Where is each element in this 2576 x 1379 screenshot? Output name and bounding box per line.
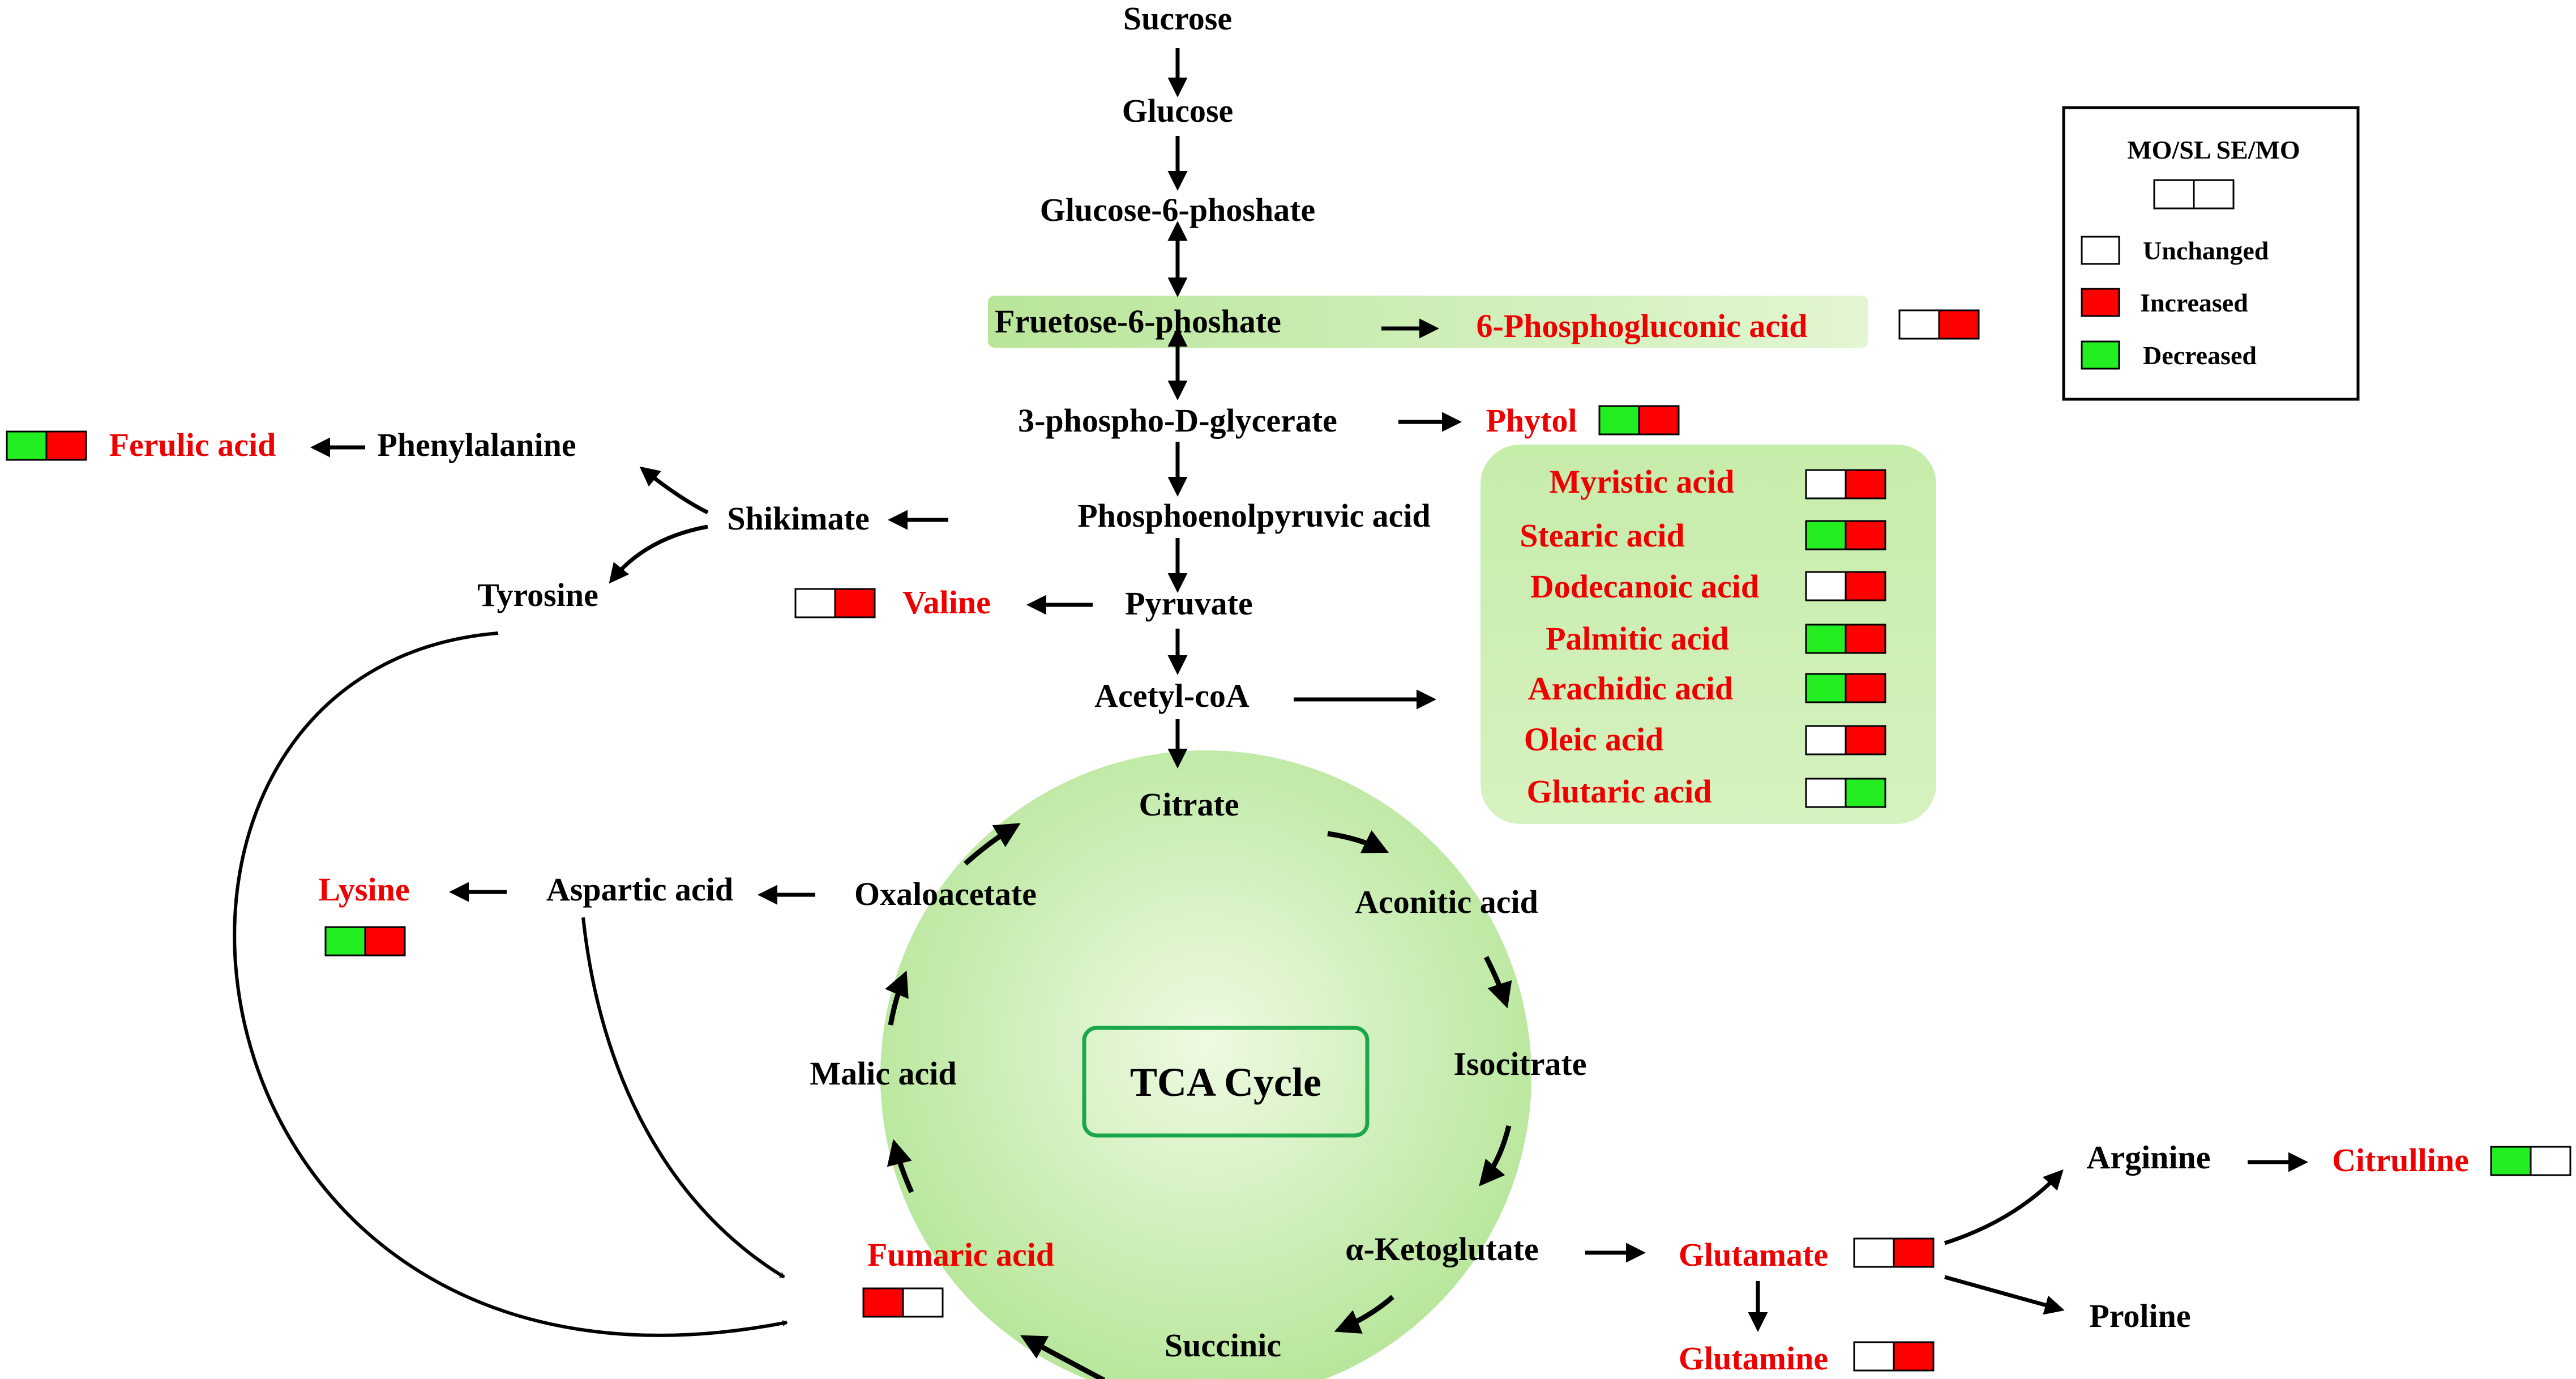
arrow-oxaloacetate-citrate <box>964 823 1021 866</box>
fumaric-ratio-se-mo <box>902 1287 944 1318</box>
label-glutamate: Glutamate <box>1679 1236 1828 1273</box>
label-glutaric-acid: Glutaric acid <box>1526 773 1711 810</box>
label-stearic-acid: Stearic acid <box>1520 517 1685 554</box>
fatty-acid-3-ratio-se-mo <box>1845 571 1886 601</box>
label-acetyl-coa: Acetyl-coA <box>1094 677 1250 714</box>
fatty-acid-4-ratio-se-mo <box>1845 624 1886 654</box>
tca-title-box <box>1082 1026 1370 1138</box>
glutamine-ratio-se-mo <box>1893 1341 1935 1372</box>
label-phosphoenolpyruvic-acid: Phosphoenolpyruvic acid <box>1077 497 1431 534</box>
label-phenylalanine: Phenylalanine <box>377 426 576 463</box>
label-glutamine: Glutamine <box>1679 1340 1828 1377</box>
label-arginine: Arginine <box>2086 1139 2210 1176</box>
fatty-acid-3-ratio-mo-sl <box>1805 571 1847 601</box>
label-lysine: Lysine <box>318 871 409 908</box>
glutamate-ratio-se-mo <box>1893 1237 1935 1268</box>
label-sucrose: Sucrose <box>1123 0 1232 37</box>
legend-label-increased: Increased <box>2140 288 2248 317</box>
fatty-acid-1-ratio-se-mo <box>1845 469 1886 499</box>
ferulic-ratio-se-mo <box>45 430 87 461</box>
citrulline-ratio-mo-sl <box>2490 1146 2532 1176</box>
label-tyrosine: Tyrosine <box>477 577 598 613</box>
ferulic-ratio-mo-sl <box>6 430 48 461</box>
phytol-ratio-mo-sl <box>1598 405 1640 436</box>
phosphogluconic-ratio-se-mo <box>1938 309 1980 340</box>
legend-sample-ratio-se-mo <box>2193 179 2235 210</box>
label-3-phospho-d-glycerate: 3-phospho-D-glycerate <box>1018 402 1337 439</box>
label-dodecanoic-acid: Dodecanoic acid <box>1530 568 1759 605</box>
legend-swatch-decreased <box>2081 340 2120 370</box>
valine-ratio-mo-sl <box>794 588 836 618</box>
fumaric-ratio-mo-sl <box>862 1287 904 1318</box>
arrow-aspartic-fumaric <box>581 917 785 1279</box>
arrow-citrate-aconitic <box>1327 830 1389 853</box>
label-ferulic-acid: Ferulic acid <box>109 426 276 463</box>
lysine-ratio-se-mo <box>364 926 406 957</box>
fatty-acid-2-ratio-mo-sl <box>1805 520 1847 550</box>
fatty-acid-1-ratio-mo-sl <box>1805 469 1847 499</box>
label-alpha-ketoglutarate: α-Ketoglutate <box>1345 1231 1539 1267</box>
fatty-acid-7-ratio-mo-sl <box>1805 778 1847 808</box>
fatty-acid-2-ratio-se-mo <box>1845 520 1886 550</box>
legend-label-unchanged: Unchanged <box>2143 236 2269 265</box>
label-6-phosphogluconic-acid: 6-Phosphogluconic acid <box>1477 308 1808 344</box>
arrow-malic-oxaloacetate <box>885 970 909 1026</box>
label-valine: Valine <box>902 584 991 621</box>
label-succinic: Succinic <box>1165 1327 1281 1364</box>
glutamine-ratio-mo-sl <box>1853 1341 1895 1372</box>
lysine-ratio-mo-sl <box>324 926 366 957</box>
arrow-isocitrate-ketoglutarate <box>1479 1125 1512 1186</box>
label-glucose: Glucose <box>1122 92 1234 129</box>
label-citrulline: Citrulline <box>2332 1142 2469 1179</box>
fatty-acid-5-ratio-mo-sl <box>1805 673 1847 703</box>
fatty-acid-4-ratio-mo-sl <box>1805 624 1847 654</box>
arrow-shikimate-tyrosine <box>609 524 708 584</box>
label-aspartic-acid: Aspartic acid <box>546 871 733 908</box>
legend-swatch-unchanged <box>2081 236 2120 265</box>
label-palmitic-acid: Palmitic acid <box>1546 620 1729 657</box>
label-citrate: Citrate <box>1139 786 1239 823</box>
label-oxaloacetate: Oxaloacetate <box>854 876 1037 912</box>
legend-swatch-increased <box>2081 288 2120 317</box>
label-isocitrate: Isocitrate <box>1453 1045 1586 1082</box>
citrulline-ratio-se-mo <box>2530 1146 2571 1176</box>
fatty-acid-6-ratio-se-mo <box>1845 725 1886 755</box>
fatty-acid-7-ratio-se-mo <box>1845 778 1886 808</box>
label-proline: Proline <box>2089 1297 2190 1334</box>
label-glucose-6-phosphate: Glucose-6-phoshate <box>1040 191 1316 228</box>
phytol-ratio-se-mo <box>1638 405 1680 436</box>
label-arachidic-acid: Arachidic acid <box>1528 670 1733 707</box>
arrow-ketoglutarate-succinic <box>1334 1295 1394 1334</box>
arrow-glutamate-proline <box>1944 1275 2065 1315</box>
legend-sample-ratio-mo-sl <box>2153 179 2195 210</box>
arrow-fumaric-malic <box>887 1139 914 1193</box>
label-myristic-acid: Myristic acid <box>1550 463 1735 500</box>
legend-header: MO/SL SE/MO <box>2127 135 2300 164</box>
arrow-glutamate-arginine <box>1944 1169 2064 1245</box>
arrow-aconitic-isocitrate <box>1483 955 1512 1009</box>
label-pyruvate: Pyruvate <box>1125 585 1253 622</box>
fatty-acid-5-ratio-se-mo <box>1845 673 1886 703</box>
valine-ratio-se-mo <box>834 588 876 618</box>
label-fumaric-acid: Fumaric acid <box>867 1236 1054 1273</box>
label-malic-acid: Malic acid <box>810 1055 956 1092</box>
arrow-tyrosine-fumaric <box>233 631 787 1337</box>
label-oleic-acid: Oleic acid <box>1524 721 1663 758</box>
label-phytol: Phytol <box>1486 402 1577 439</box>
glutamate-ratio-mo-sl <box>1853 1237 1895 1268</box>
tca-cycle-title: TCA Cycle <box>1130 1060 1321 1105</box>
legend-label-decreased: Decreased <box>2143 341 2257 370</box>
fatty-acid-6-ratio-mo-sl <box>1805 725 1847 755</box>
label-shikimate: Shikimate <box>727 500 869 537</box>
tca-cycle-area <box>880 750 1531 1379</box>
label-aconitic-acid: Aconitic acid <box>1355 883 1538 920</box>
arrow-shikimate-phenylalanine <box>639 466 709 515</box>
label-fructose-6-phosphate: Fruetose-6-phoshate <box>995 303 1281 340</box>
phosphogluconic-ratio-mo-sl <box>1898 309 1940 340</box>
arrow-succinic-fumaric <box>1020 1335 1106 1379</box>
